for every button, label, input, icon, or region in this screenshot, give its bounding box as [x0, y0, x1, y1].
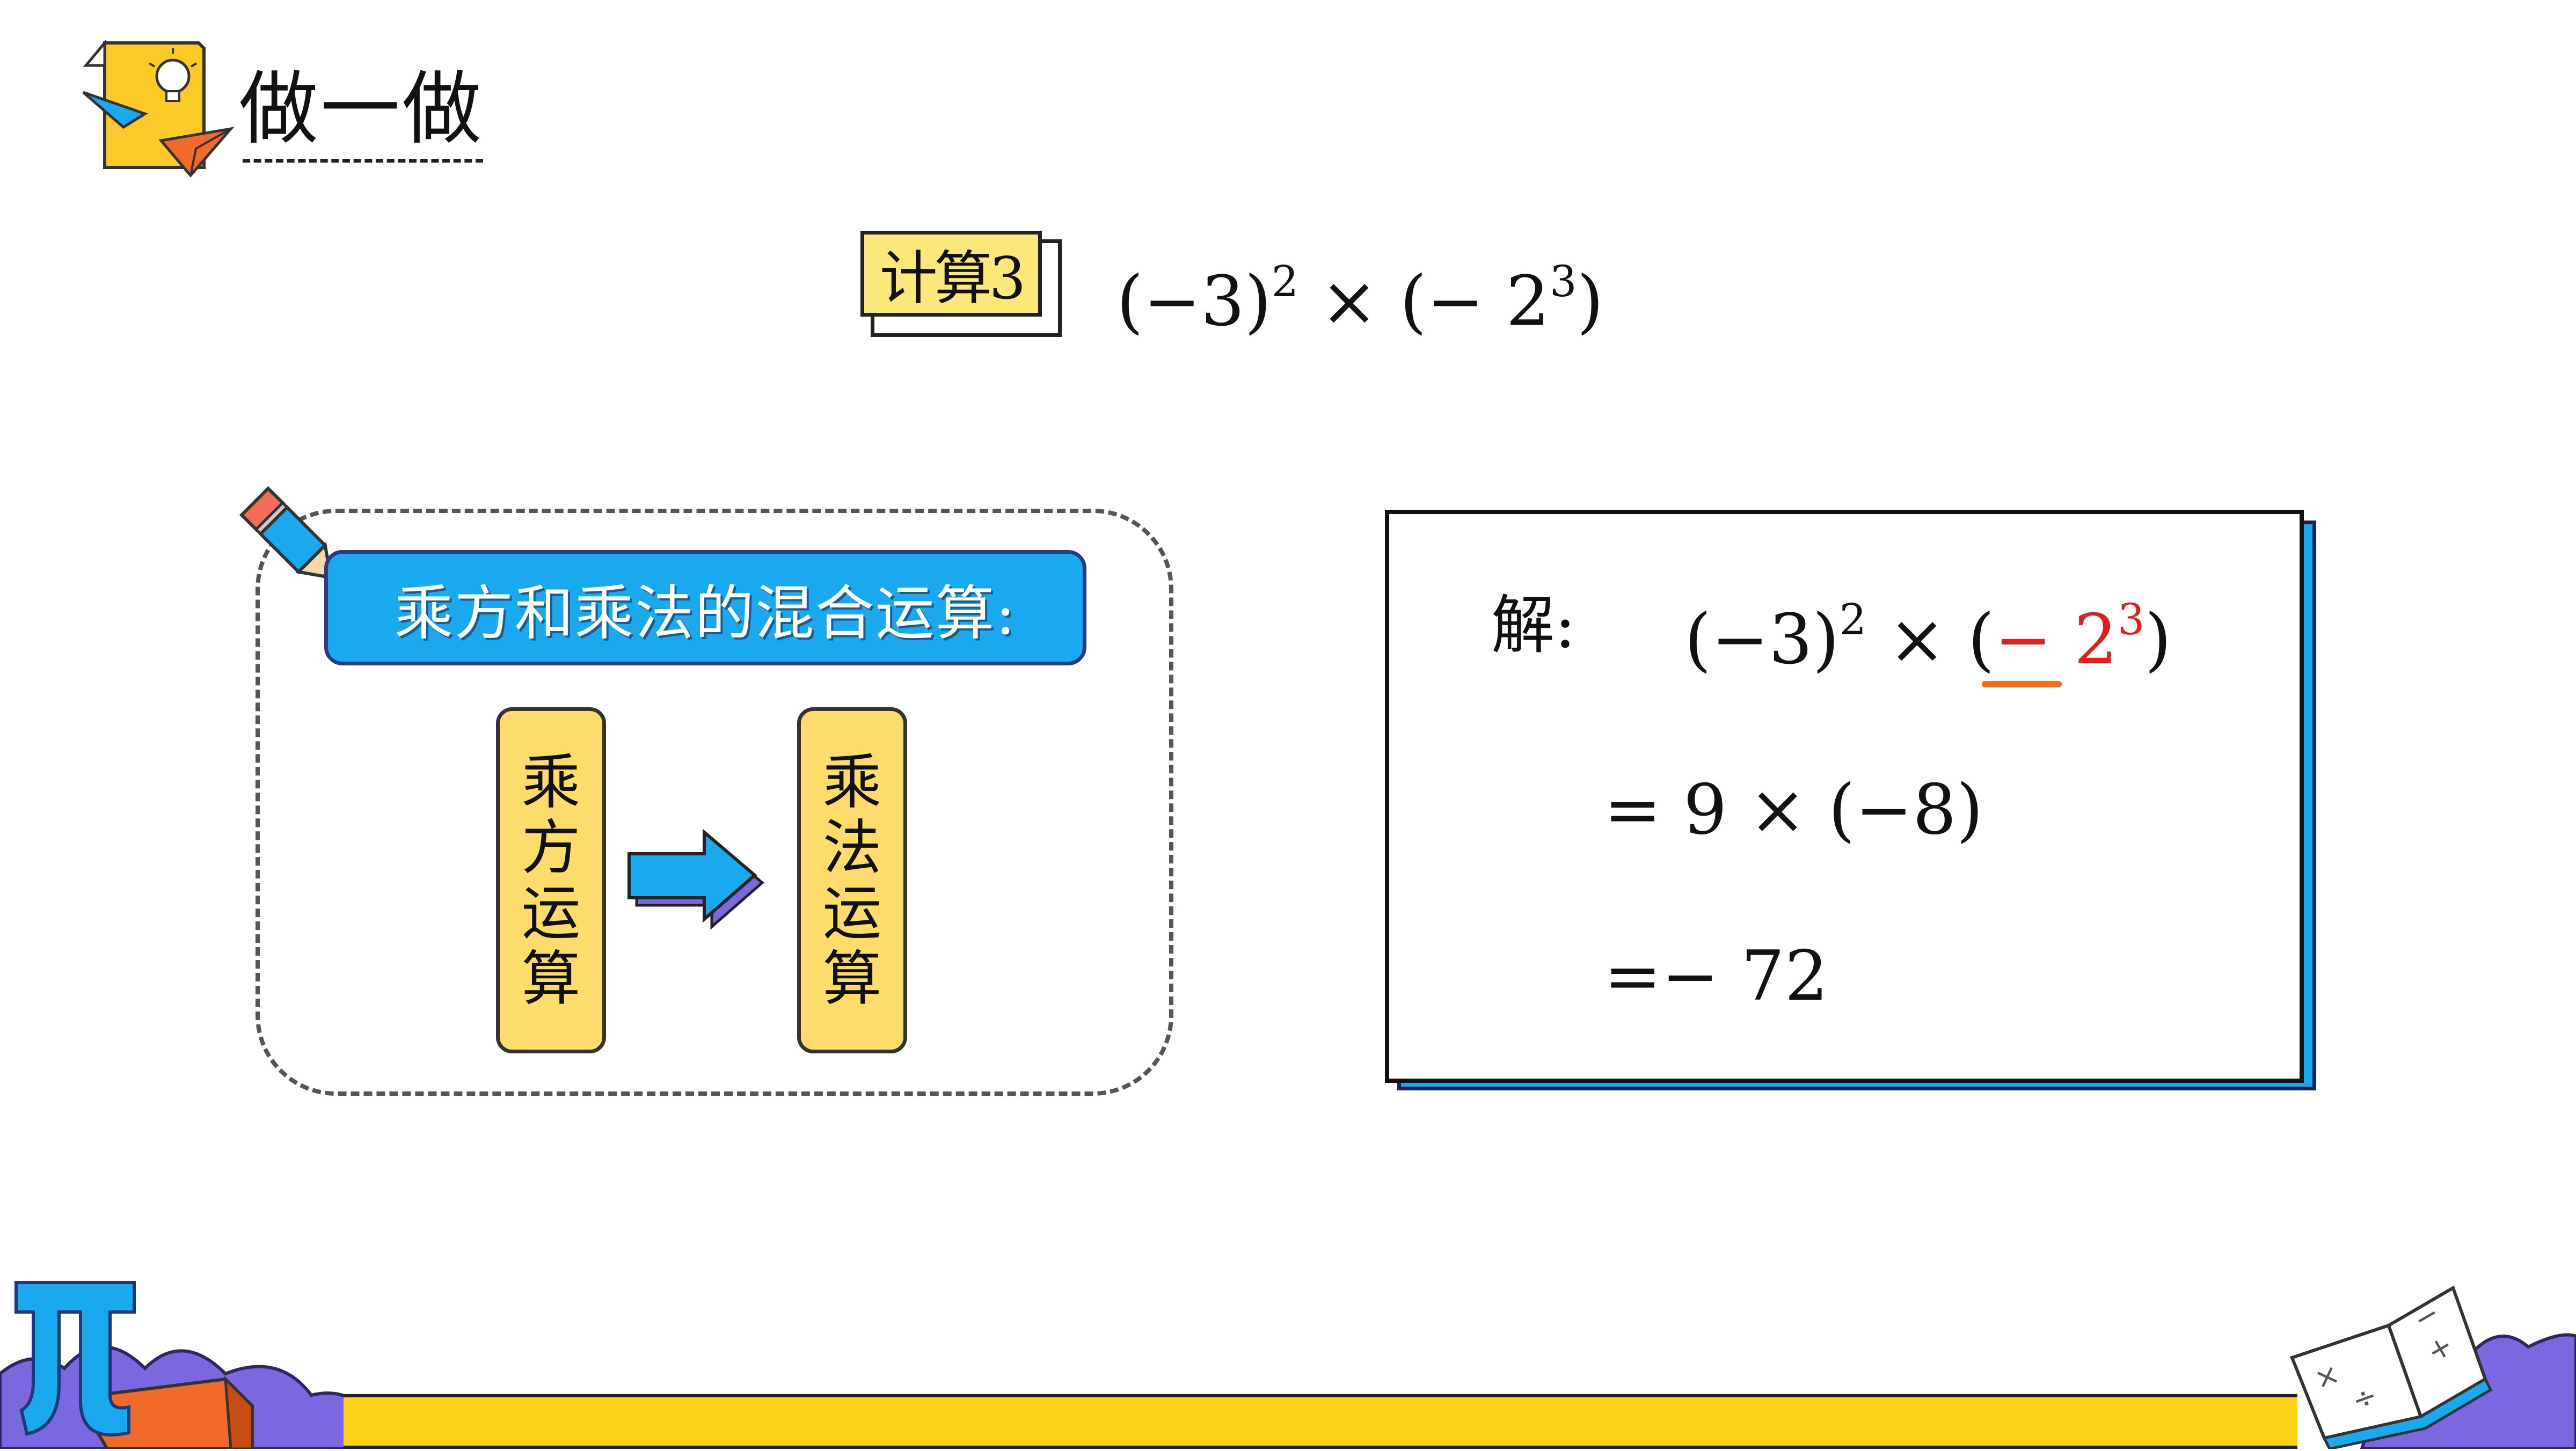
box-char: 运 [521, 878, 581, 948]
pi-symbol-icon [14, 1281, 136, 1437]
solution-step-2: = 9 × (−8) [1604, 770, 1983, 850]
box-char: 运 [822, 878, 882, 948]
box-char: 法 [822, 813, 882, 882]
highlighted-minus: − [1994, 599, 2052, 680]
concept-panel [256, 509, 1173, 1096]
lightbulb-document-icon [82, 39, 235, 178]
multiplication-operation-box: 乘 法 运 算 [797, 707, 907, 1053]
box-char: 方 [521, 813, 581, 882]
box-char: 乘 [521, 748, 581, 817]
problem-expression: (−3)2 × (− 23) [1116, 257, 1604, 342]
solution-step-3: =− 72 [1604, 936, 1829, 1016]
bottom-right-decoration: × ÷ − + [2281, 1256, 2576, 1450]
solution-label: 解: [1491, 588, 1576, 662]
open-book-icon: × ÷ − + [2290, 1285, 2493, 1450]
solution-panel [1385, 510, 2304, 1083]
box-char: 乘 [822, 748, 882, 817]
page-title: 做一做 [239, 63, 484, 155]
problem-tag: 计算3 [860, 231, 1042, 317]
solution-step-1: (−3)2 × (− 23) [1684, 595, 2172, 680]
power-operation-box: 乘 方 运 算 [496, 707, 606, 1053]
bottom-left-decoration [0, 1266, 386, 1450]
concept-label: 乘方和乘法的混合运算: [324, 550, 1086, 665]
box-char: 算 [822, 944, 882, 1013]
highlighted-power: 23 [2074, 595, 2145, 680]
bottom-band [344, 1394, 2297, 1449]
pencil-icon [231, 478, 344, 590]
header-logo [81, 33, 242, 184]
box-char: 算 [521, 944, 581, 1013]
arrow-right-icon [627, 829, 768, 936]
paper-plane-icon [82, 91, 235, 178]
title-underline [243, 159, 483, 163]
